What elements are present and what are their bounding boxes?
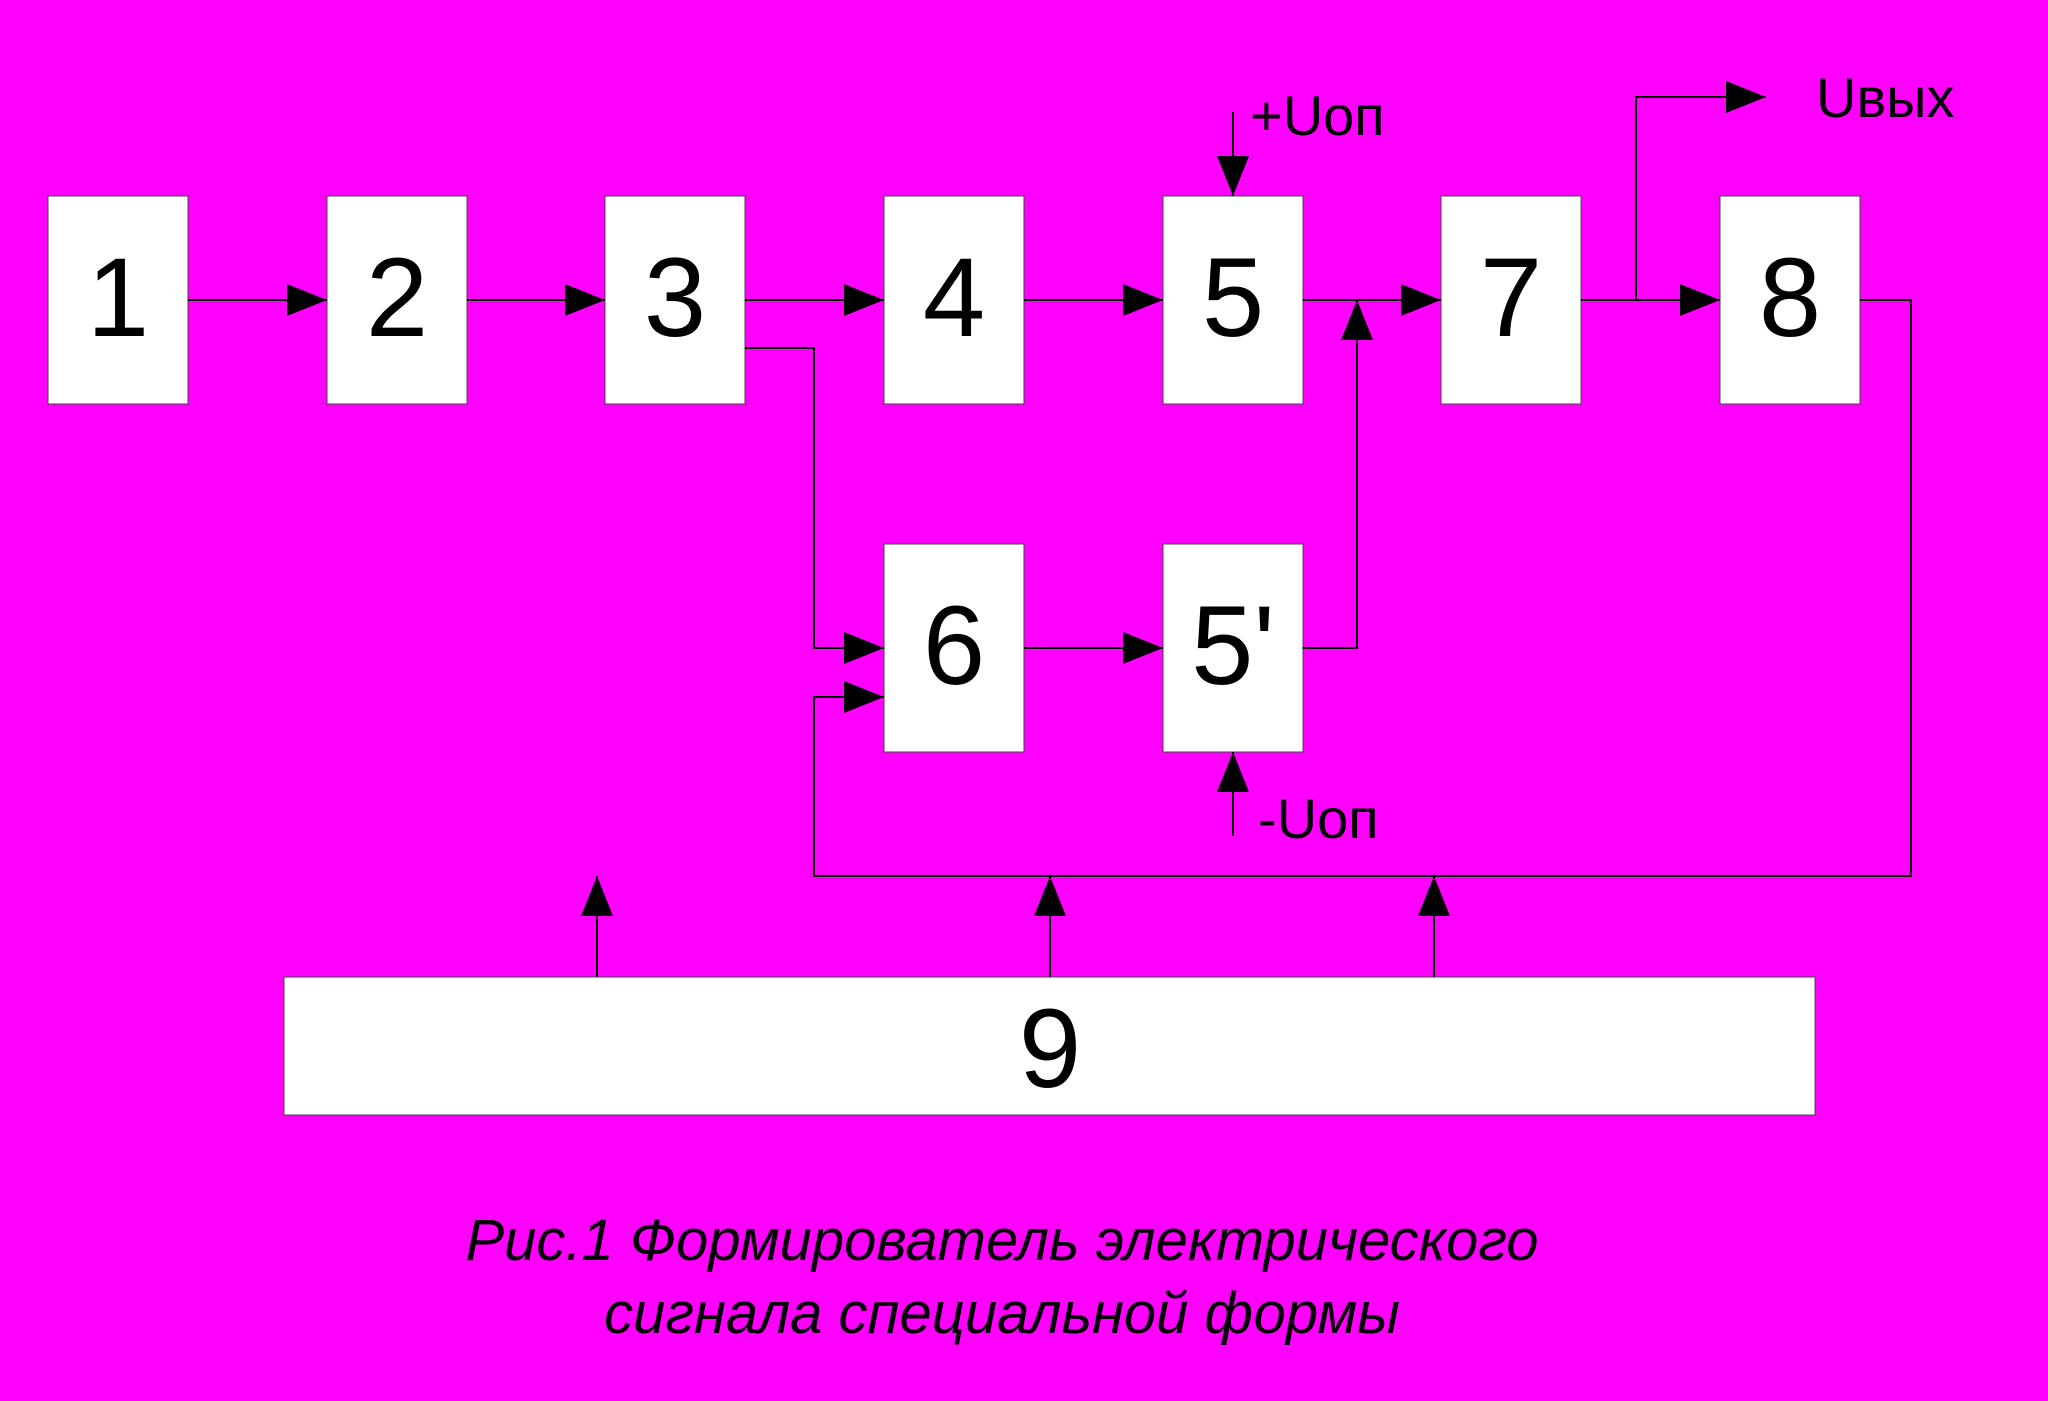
- block-2: 2: [326, 195, 468, 405]
- block-5-prime: 5': [1162, 543, 1304, 753]
- block-5-prime-label: 5': [1191, 583, 1275, 708]
- block-1-label: 1: [87, 235, 149, 360]
- uop-plus-label: +Uоп: [1250, 84, 1385, 147]
- output-arrow: [1635, 81, 1766, 300]
- u-out-label: Uвых: [1816, 66, 1954, 129]
- block-3: 3: [604, 195, 746, 405]
- block-8: 8: [1719, 195, 1861, 405]
- arrow-3-to-6: [745, 347, 884, 664]
- block-9: 9: [283, 976, 1816, 1116]
- block-1: 1: [47, 195, 189, 405]
- block-9-label: 9: [1019, 986, 1081, 1111]
- block-7: 7: [1440, 195, 1582, 405]
- uop-minus-label: -Uоп: [1258, 787, 1379, 850]
- block-4: 4: [883, 195, 1025, 405]
- block-6-label: 6: [923, 583, 985, 708]
- block-2-label: 2: [366, 235, 428, 360]
- block-6: 6: [883, 543, 1025, 753]
- block-3-label: 3: [644, 235, 706, 360]
- caption-line-2: сигнала специальной формы: [604, 1281, 1400, 1346]
- block-5-label: 5: [1202, 235, 1264, 360]
- feedback-loop: [813, 299, 1912, 877]
- caption-line-1: Рис.1 Формирователь электрического: [465, 1208, 1538, 1273]
- arrow-5-prime-to-node: [1303, 300, 1373, 649]
- block-5: 5: [1162, 195, 1304, 405]
- block-8-label: 8: [1759, 235, 1821, 360]
- block-7-label: 7: [1480, 235, 1542, 360]
- block-4-label: 4: [923, 235, 985, 360]
